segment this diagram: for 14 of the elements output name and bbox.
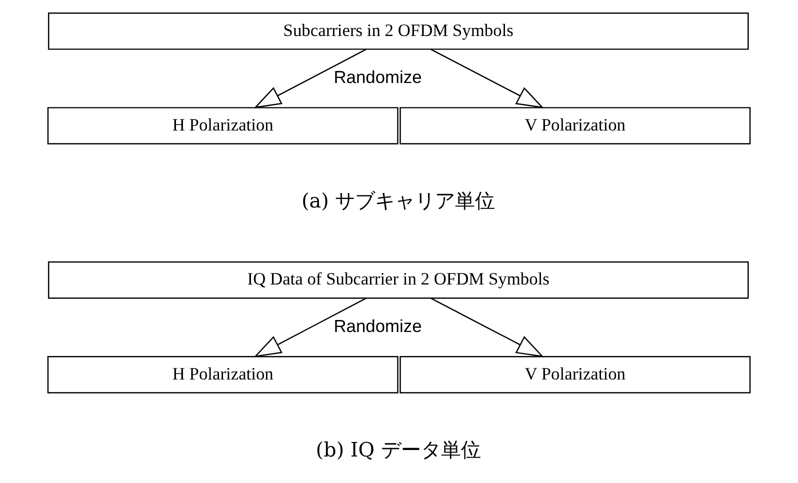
edge-label: Randomize	[334, 316, 422, 336]
node-box: V Polarization	[400, 356, 751, 394]
arrow	[430, 298, 544, 358]
label: (b) IQ データ単位	[316, 438, 481, 462]
node-box: Subcarriers in 2 OFDM Symbols	[48, 12, 749, 50]
arrow	[254, 298, 366, 358]
node-box: H Polarization	[47, 356, 398, 394]
node-box: V Polarization	[400, 107, 751, 144]
arrow	[254, 48, 366, 108]
node-box: H Polarization	[47, 107, 398, 144]
edge-label: Randomize	[334, 67, 422, 88]
label: (a) サブキャリア単位	[302, 190, 496, 213]
arrow	[430, 48, 544, 108]
node-box: IQ Data of Subcarrier in 2 OFDM Symbols	[48, 261, 749, 299]
